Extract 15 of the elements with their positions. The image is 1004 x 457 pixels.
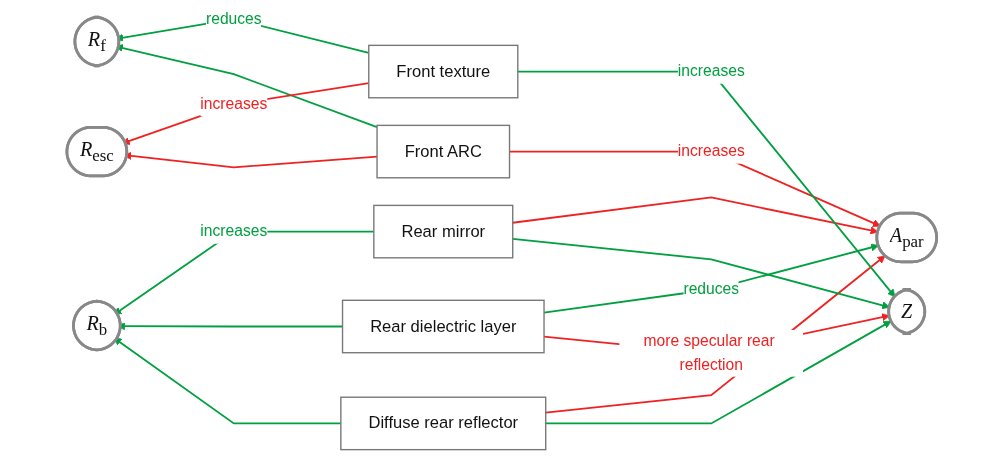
node-box: Rear mirror <box>373 204 514 259</box>
edge-label: increases <box>200 95 268 113</box>
arrow <box>545 320 892 425</box>
edge-label: increases <box>678 62 745 81</box>
node-box: Diffuse rear reflector <box>340 396 547 451</box>
edge-label: more specular rear reflection <box>643 332 775 374</box>
edge-label: increases <box>678 142 745 161</box>
arrow <box>512 196 879 235</box>
edge-label: increases <box>200 222 268 241</box>
arrow <box>113 337 342 425</box>
edge-label: reduces <box>206 10 262 28</box>
node-box: Rear dielectric layer <box>342 299 545 354</box>
node-box: Front ARC <box>376 124 511 179</box>
edge-label: reduces <box>683 280 740 299</box>
node-box: Front texture <box>368 44 519 99</box>
